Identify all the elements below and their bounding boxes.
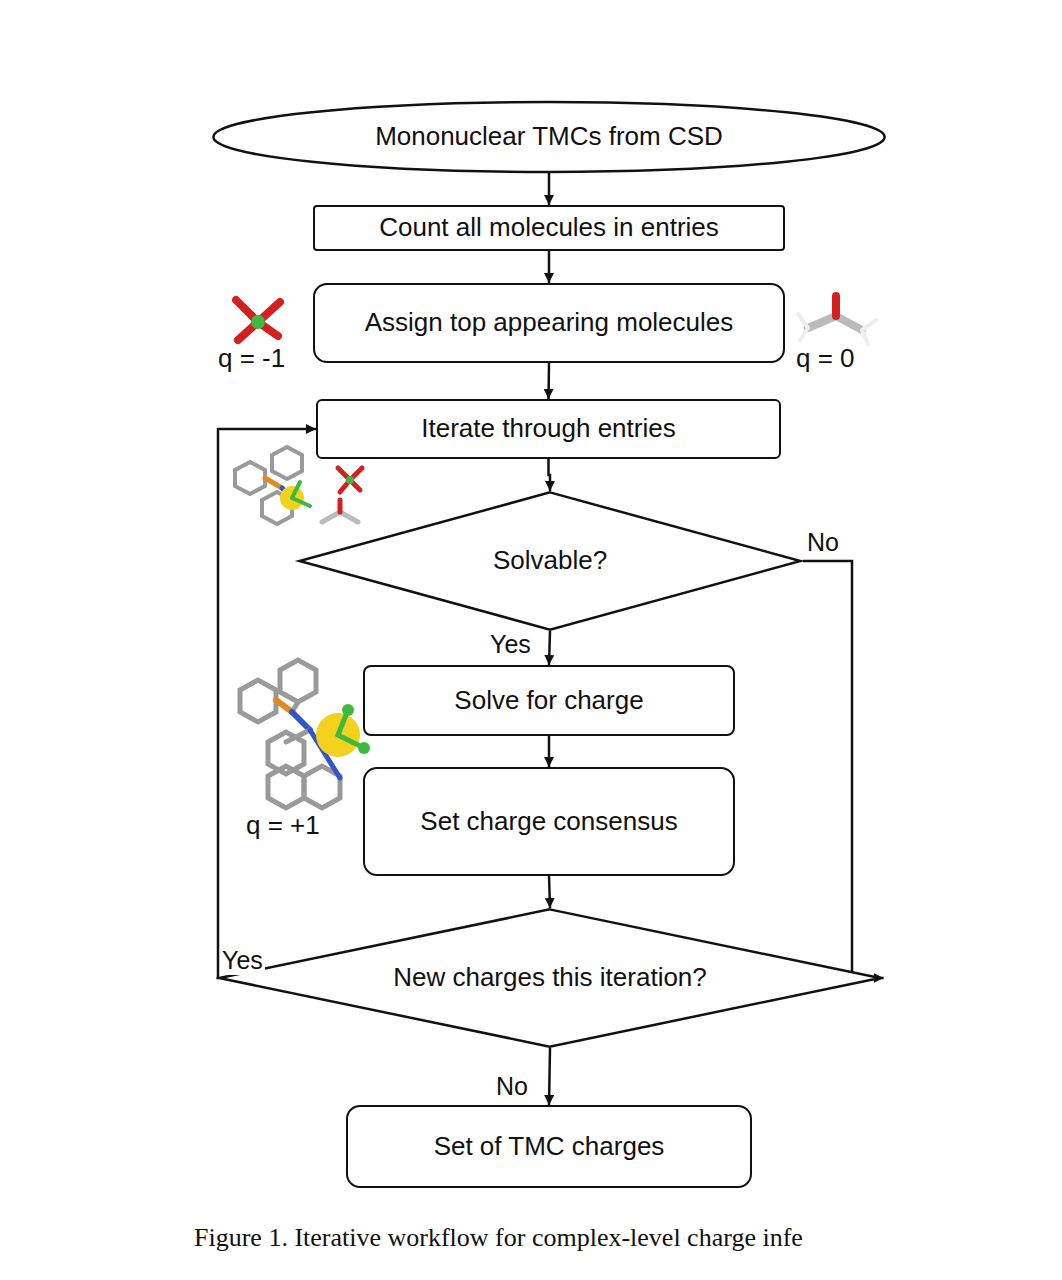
- complex-illustration: [240, 660, 370, 808]
- node-text: Iterate through entries: [421, 413, 675, 444]
- node-text: Count all molecules in entries: [379, 212, 719, 243]
- decision-diamond: Solvable?: [297, 491, 803, 631]
- process-box: Count all molecules in entries: [313, 205, 785, 251]
- node-text: Solve for charge: [454, 685, 643, 716]
- perchlorate-molecule: [236, 300, 280, 340]
- acetone-molecule: [798, 296, 876, 344]
- flow-arrow: [549, 876, 550, 908]
- flow-arrow: [549, 459, 551, 491]
- flow-arrow: [547, 363, 550, 399]
- node-text: Set of TMC charges: [434, 1131, 665, 1162]
- node-text: New charges this iteration?: [393, 962, 707, 993]
- node-text: Assign top appearing molecules: [365, 307, 734, 338]
- figure-caption: Figure 1. Iterative workflow for complex…: [194, 1222, 1054, 1255]
- flow-arrow: [548, 173, 551, 205]
- node-text: Set charge consensus: [420, 806, 677, 837]
- process-box: Assign top appearing molecules: [313, 283, 785, 363]
- charge-label: q = -1: [218, 343, 285, 374]
- charge-label: q = +1: [246, 810, 320, 841]
- flow-arrow: [216, 429, 316, 978]
- edge-label: No: [494, 1072, 530, 1101]
- node-text: Mononuclear TMCs from CSD: [375, 121, 723, 152]
- decision-diamond: New charges this iteration?: [216, 908, 883, 1048]
- terminal-box: Set of TMC charges: [346, 1105, 752, 1188]
- charge-label: q = 0: [796, 343, 855, 374]
- process-box: Set charge consensus: [363, 767, 735, 876]
- process-box: Solve for charge: [363, 665, 735, 736]
- flow-arrow: [549, 631, 550, 665]
- start-ellipse: Mononuclear TMCs from CSD: [210, 101, 888, 173]
- edge-label: Yes: [488, 630, 533, 659]
- flow-arrow: [548, 736, 551, 767]
- flow-arrow: [549, 1048, 550, 1105]
- edge-label: No: [805, 528, 841, 557]
- node-text: Solvable?: [493, 545, 607, 576]
- flow-arrow: [548, 251, 551, 283]
- edge-label: Yes: [220, 946, 265, 975]
- flow-arrow: [803, 561, 884, 978]
- process-box: Iterate through entries: [316, 399, 781, 459]
